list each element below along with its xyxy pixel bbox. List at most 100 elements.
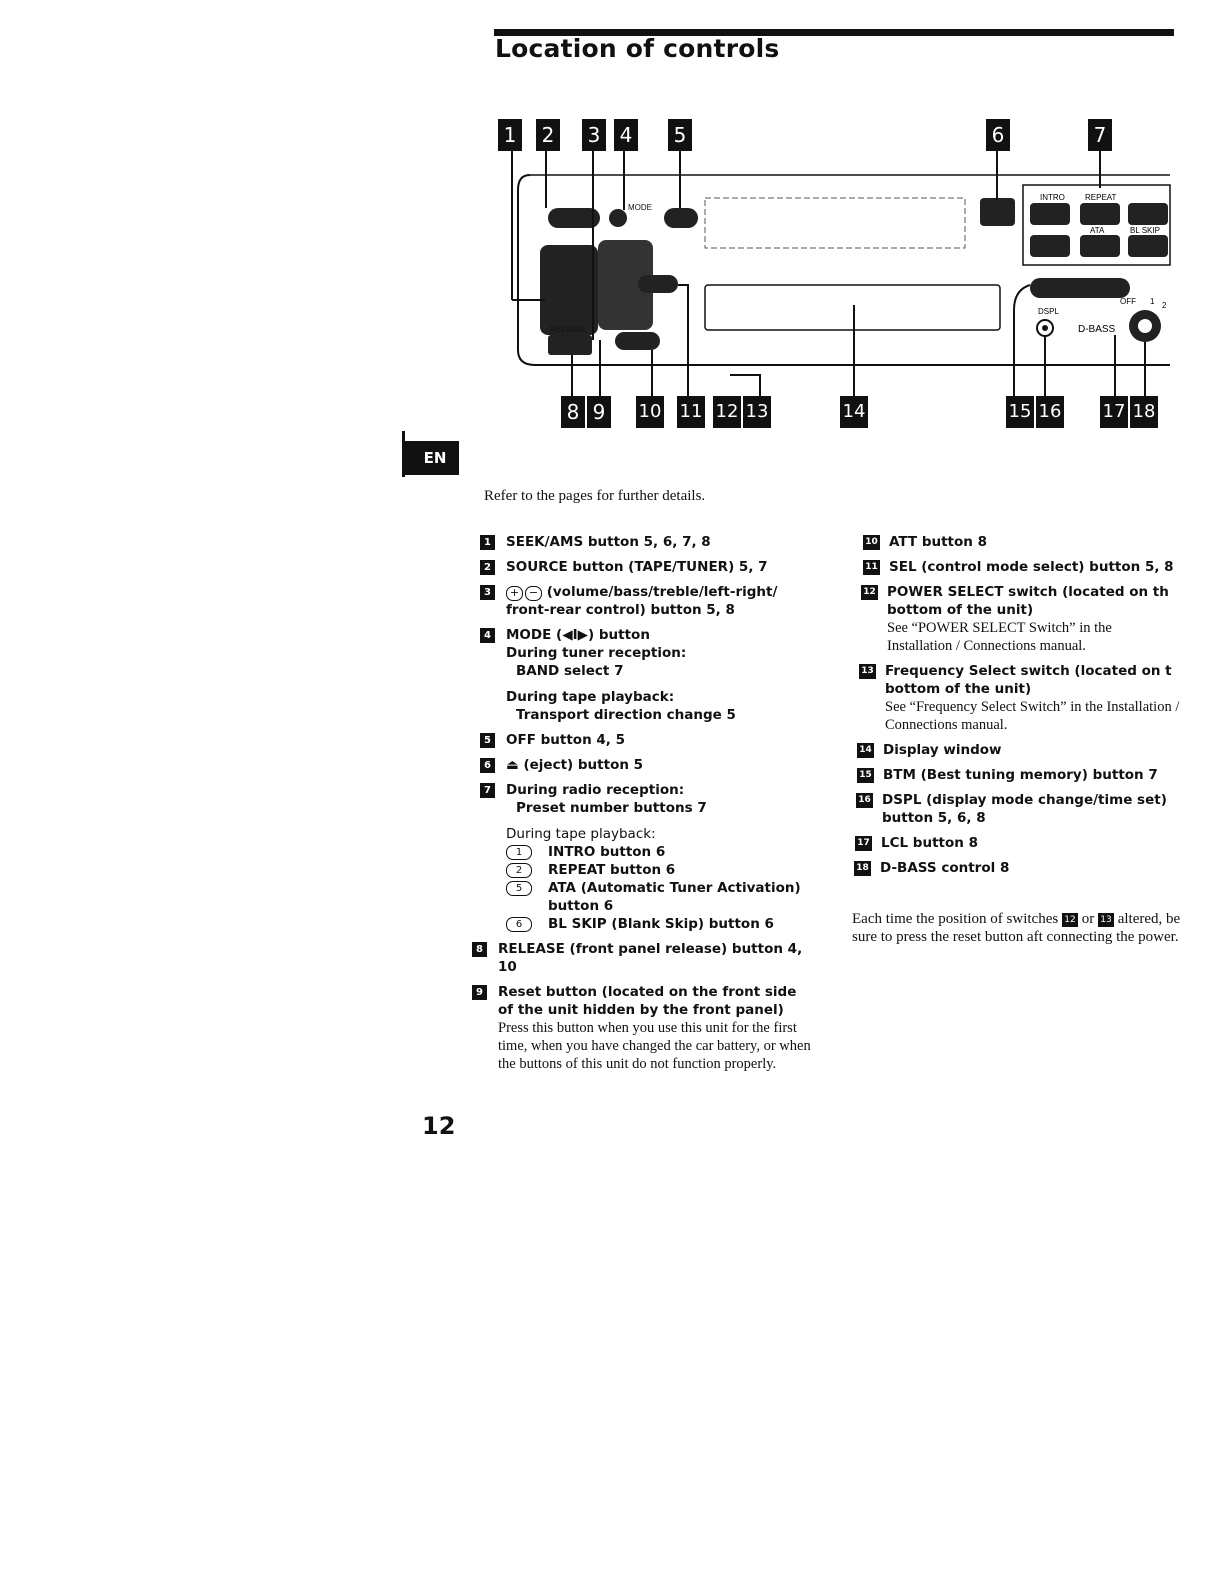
item-15: 15 BTM (Best tuning memory) button 7 (845, 766, 1180, 784)
dbass-off-label: OFF (1120, 297, 1136, 306)
preset-number: 2 (506, 863, 532, 878)
callout-10: 10 (636, 396, 664, 428)
item-8: 8 RELEASE (front panel release) button 4… (470, 940, 815, 976)
title-rule (494, 29, 1174, 36)
callout-18: 18 (1130, 396, 1158, 428)
repeat-label: REPEAT (1085, 193, 1117, 202)
note-text: or (1077, 911, 1098, 927)
item-18: 18 D-BASS control 8 (845, 859, 1180, 877)
item-text: DSPL (display mode change/time set) butt… (882, 792, 1167, 826)
tuner-heading: During tuner reception: (506, 645, 687, 661)
item-number: 14 (857, 743, 874, 758)
item-17: 17 LCL button 8 (845, 834, 1180, 852)
callout-11: 11 (677, 396, 705, 428)
intro-text: Refer to the pages for further details. (484, 488, 706, 504)
item-4: 4 MODE (◀I▶) button During tuner recepti… (470, 626, 815, 724)
item-number: 9 (472, 985, 487, 1000)
preset-row: 1 INTRO button 6 (506, 843, 815, 861)
right-column: 10 ATT button 8 11 SEL (control mode sel… (845, 533, 1180, 884)
preset-label: BL SKIP (Blank Skip) button 6 (548, 916, 774, 932)
callout-3: 3 (582, 119, 606, 151)
att-button (615, 332, 660, 350)
tuner-value: BAND select 7 (516, 663, 624, 679)
item-10: 10 ATT button 8 (845, 533, 1180, 551)
btm-lcl-buttons (1030, 278, 1130, 298)
item-number: 10 (863, 535, 880, 550)
source-button (548, 208, 600, 228)
callout-5: 5 (668, 119, 692, 151)
minus-icon: − (525, 586, 542, 601)
item-note: See “Frequency Select Switch” in the Ins… (885, 699, 1180, 733)
item-number: 12 (861, 585, 878, 600)
dspl-button: DSPL (1036, 307, 1059, 337)
preset-label: ATA (Automatic Tuner Activation) button … (548, 880, 801, 914)
item-text: Reset button (located on the front side … (498, 984, 797, 1018)
preset-label: REPEAT button 6 (548, 862, 676, 878)
item-1: 1 SEEK/AMS button 5, 6, 7, 8 (470, 533, 815, 551)
left-column: 1 SEEK/AMS button 5, 6, 7, 8 2 SOURCE bu… (470, 533, 815, 1080)
note-text: altered, be sure to press the reset butt… (852, 911, 1181, 945)
callout-14: 14 (840, 396, 868, 428)
item-number: 17 (855, 836, 872, 851)
dbass-label: D-BASS (1078, 324, 1116, 335)
item-3: 3 +− (volume/bass/treble/left-right/ fro… (470, 583, 815, 619)
callout-4: 4 (614, 119, 638, 151)
callout-16: 16 (1036, 396, 1064, 428)
intro-label: INTRO (1040, 193, 1065, 202)
release-button: RELEASE (548, 325, 592, 355)
tape-value: Transport direction change 5 (516, 707, 736, 723)
item-number: 2 (480, 560, 495, 575)
item-text: RELEASE (front panel release) button 4, … (498, 941, 803, 975)
item-text: SEEK/AMS button 5, 6, 7, 8 (506, 534, 711, 550)
item-text: Display window (883, 742, 1002, 758)
preset-row: 5 ATA (Automatic Tuner Activation) butto… (506, 879, 815, 915)
item-2: 2 SOURCE button (TAPE/TUNER) 5, 7 (470, 558, 815, 576)
note-number-13: 13 (1097, 913, 1114, 927)
item-text: MODE (◀I▶) button (506, 627, 650, 643)
panel-body (517, 174, 1170, 366)
callout-17: 17 (1100, 396, 1128, 428)
callout-15: 15 (1006, 396, 1034, 428)
item-11: 11 SEL (control mode select) button 5, 8 (845, 558, 1180, 576)
plus-icon: + (506, 586, 523, 601)
switch-reset-note: Each time the position of switches 12 or… (852, 910, 1182, 946)
preset-number: 6 (506, 917, 532, 932)
callout-13: 13 (743, 396, 771, 428)
dbass-level-2: 2 (1162, 301, 1167, 310)
item-13: 13 Frequency Select switch (located on t… (845, 662, 1180, 734)
dbass-control: D-BASS OFF 1 2 (1078, 297, 1167, 342)
item-16: 16 DSPL (display mode change/time set) b… (845, 791, 1180, 827)
callout-1: 1 (498, 119, 522, 151)
item-number: 16 (856, 793, 873, 808)
callout-7: 7 (1088, 119, 1112, 151)
callout-2: 2 (536, 119, 560, 151)
ata-label: ATA (1090, 226, 1105, 235)
item-number: 18 (854, 861, 871, 876)
preset-label: INTRO button 6 (548, 844, 666, 860)
item-7: 7 During radio reception: Preset number … (470, 781, 815, 933)
item-text: D-BASS control 8 (880, 860, 1010, 876)
item-number: 5 (480, 733, 495, 748)
preset-row: 6 BL SKIP (Blank Skip) button 6 (506, 915, 815, 933)
radio-value: Preset number buttons 7 (516, 800, 707, 816)
controls-figure: MODE RELEASE INTRO REPEAT ATA BL SKIP DS… (511, 148, 1171, 400)
item-text: SOURCE button (TAPE/TUNER) 5, 7 (506, 559, 768, 575)
page-title: Location of controls (495, 34, 780, 63)
item-text: POWER SELECT switch (located on th botto… (887, 584, 1169, 618)
release-label: RELEASE (550, 325, 587, 334)
item-6: 6 ⏏ (eject) button 5 (470, 756, 815, 774)
off-button (664, 208, 698, 228)
item-number: 11 (863, 560, 880, 575)
item-number: 3 (480, 585, 495, 600)
language-tab: EN (405, 441, 459, 475)
preset-row: 2 REPEAT button 6 (506, 861, 815, 879)
sel-button (638, 275, 678, 293)
blskip-label: BL SKIP (1130, 226, 1160, 235)
callout-12: 12 (713, 396, 741, 428)
item-number: 13 (859, 664, 876, 679)
radio-heading: During radio reception: (506, 782, 685, 798)
item-5: 5 OFF button 4, 5 (470, 731, 815, 749)
item-note: See “POWER SELECT Switch” in the Install… (887, 620, 1112, 654)
callout-6: 6 (986, 119, 1010, 151)
item-text: (volume/bass/treble/left-right/ front-re… (506, 584, 778, 618)
